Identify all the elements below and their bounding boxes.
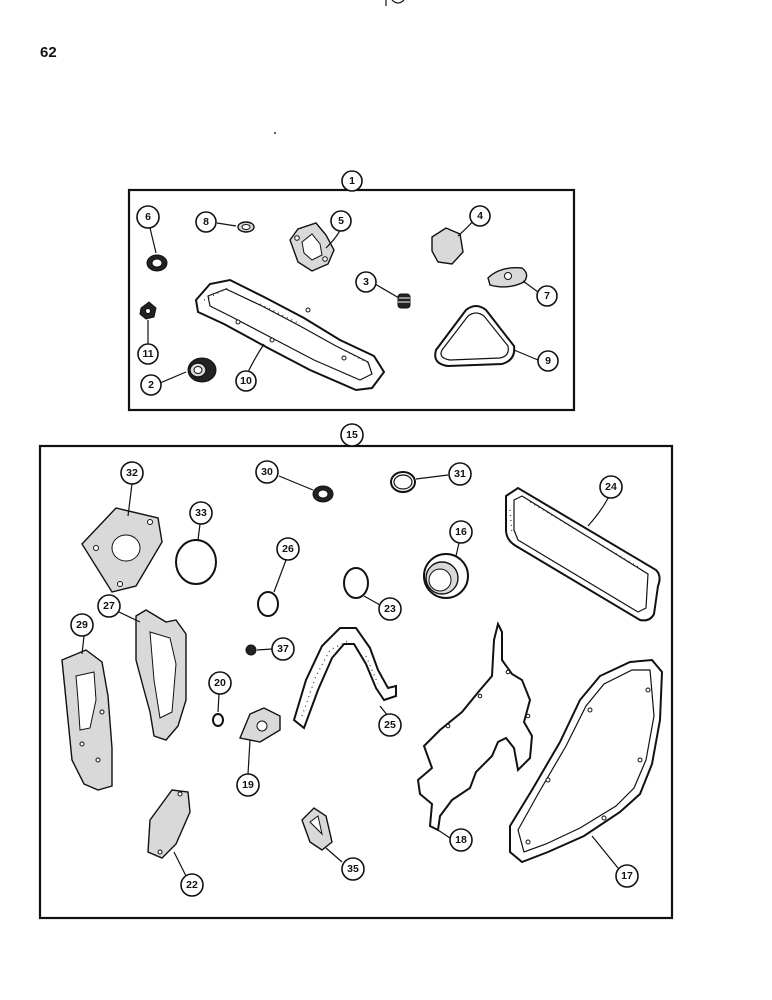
callout-4: 4: [469, 205, 491, 227]
svg-text:37: 37: [277, 643, 289, 655]
part-30-seal: [312, 485, 334, 503]
callout-20: 20: [208, 671, 232, 695]
callout-25: 25: [378, 713, 402, 737]
callout-1: 1: [341, 170, 363, 192]
callout-22: 22: [180, 873, 204, 897]
svg-text:35: 35: [347, 863, 359, 875]
svg-text:7: 7: [544, 290, 550, 302]
svg-text:29: 29: [76, 619, 88, 631]
speck: [274, 132, 276, 134]
svg-text:2: 2: [148, 379, 154, 391]
part-16-crank-seal: [423, 553, 469, 599]
svg-text:25: 25: [384, 719, 396, 731]
callout-3: 3: [355, 271, 377, 293]
svg-text:16: 16: [455, 526, 467, 538]
svg-text:31: 31: [454, 468, 466, 480]
callout-24: 24: [599, 475, 623, 499]
svg-text:26: 26: [282, 543, 294, 555]
part-31-ring: [390, 471, 416, 493]
svg-text:20: 20: [214, 677, 226, 689]
part-6-long-gasket: [194, 278, 386, 392]
callout-19: 19: [236, 773, 260, 797]
part-3-plug: [397, 293, 411, 309]
callout-35: 35: [341, 857, 365, 881]
part-19-flange-gasket: [239, 707, 281, 743]
svg-text:17: 17: [621, 870, 633, 882]
svg-text:10: 10: [240, 375, 252, 387]
svg-text:30: 30: [261, 466, 273, 478]
callout-33: 33: [189, 501, 213, 525]
svg-text:11: 11: [142, 348, 153, 360]
callout-2: 2: [140, 374, 162, 396]
callout-10: 6: [136, 205, 160, 229]
part-9-seal-ring: [434, 305, 516, 368]
part-35-small-gasket: [301, 807, 333, 851]
callout-9: 9: [537, 350, 559, 372]
svg-text:8: 8: [203, 216, 209, 228]
part-8-washer: [237, 221, 255, 233]
part-17-front-cover-gasket: [509, 658, 664, 864]
svg-text:4: 4: [477, 210, 483, 222]
callout-18: 18: [449, 828, 473, 852]
part-33-o-ring: [175, 539, 217, 585]
callout-8: 8: [195, 211, 217, 233]
svg-text:3: 3: [363, 276, 369, 288]
callout-29: 29: [70, 613, 94, 637]
callout-26: 26: [276, 537, 300, 561]
svg-text:24: 24: [605, 481, 617, 493]
callout-37: 37: [271, 637, 295, 661]
callout-30: 30: [255, 460, 279, 484]
part-29-plate-gasket: [61, 649, 113, 791]
part-23-o-ring: [343, 567, 369, 599]
svg-text:9: 9: [545, 355, 551, 367]
svg-text:18: 18: [455, 834, 467, 846]
callout-7: 7: [536, 285, 558, 307]
part-2-seal: [187, 357, 217, 383]
callout-5: 5: [330, 210, 352, 232]
svg-text:6: 6: [145, 211, 151, 223]
part-32-plate-gasket: [81, 507, 163, 593]
callout-32: 32: [120, 461, 144, 485]
part-22-cover-gasket: [147, 789, 191, 859]
part-7-flange-gasket: [487, 267, 528, 288]
svg-text:33: 33: [195, 507, 207, 519]
svg-text:23: 23: [384, 603, 396, 615]
callout-17: 17: [615, 864, 639, 888]
callout-16: 16: [449, 520, 473, 544]
page-number: 62: [40, 44, 57, 61]
part-20-washer: [212, 713, 224, 727]
heading-fragment: [385, 0, 405, 6]
part-4-cover-plate: [431, 227, 464, 265]
svg-text:1: 1: [349, 175, 355, 187]
part-10-seal: [146, 254, 168, 272]
callout-27: 27: [97, 594, 121, 618]
svg-text:22: 22: [186, 879, 198, 891]
svg-text:27: 27: [103, 600, 115, 612]
part-25-curved-gasket: [292, 627, 397, 730]
part-18-timing-cover-gasket: [416, 621, 534, 832]
part-5-gasket: [289, 222, 335, 272]
callout-15: 15: [340, 423, 364, 447]
svg-text:32: 32: [126, 467, 138, 479]
callout-6: 10: [235, 370, 257, 392]
part-11-nut: [139, 301, 157, 320]
callout-23: 23: [378, 597, 402, 621]
svg-text:15: 15: [346, 429, 358, 441]
part-27-housing-gasket: [135, 609, 187, 741]
callout-11: 11: [137, 343, 159, 365]
callout-31: 31: [448, 462, 472, 486]
svg-text:5: 5: [338, 215, 344, 227]
part-26-o-ring: [257, 591, 279, 617]
svg-text:19: 19: [242, 779, 254, 791]
part-37-plug: [245, 644, 257, 656]
part-24-rectangular-gasket: [505, 486, 661, 622]
